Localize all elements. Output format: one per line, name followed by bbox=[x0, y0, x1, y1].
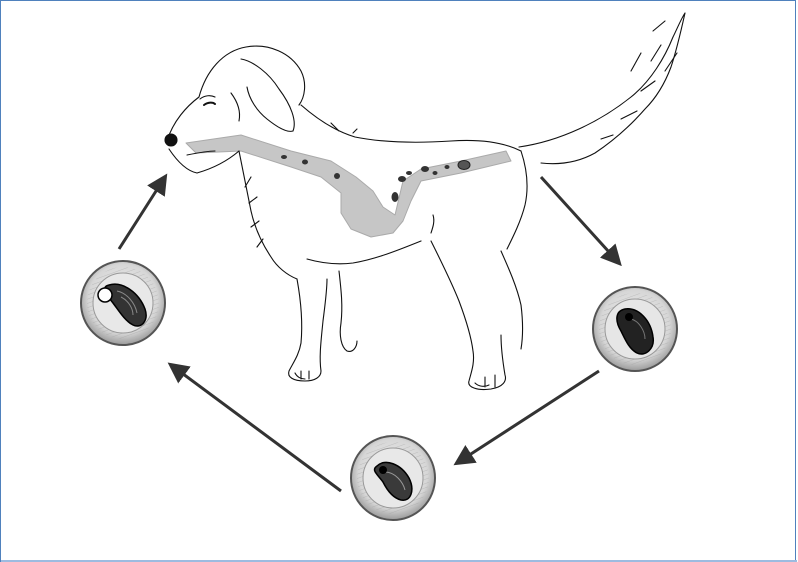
dog-rear bbox=[506, 150, 528, 250]
dog-figure bbox=[164, 12, 686, 391]
dog-front-leg-right bbox=[338, 270, 358, 352]
dog-chest bbox=[238, 150, 298, 280]
arrow-egg1-to-egg2 bbox=[453, 369, 600, 466]
dog-nose bbox=[164, 133, 178, 147]
dog-hind-leg-left bbox=[430, 240, 507, 391]
dog-hind-leg-right bbox=[500, 250, 524, 350]
arrow-egg3-to-dog bbox=[117, 173, 168, 250]
dog-back bbox=[300, 104, 522, 152]
frame-bottom-edge bbox=[1, 560, 797, 562]
arrow-egg2-to-egg3 bbox=[167, 362, 342, 493]
dog-front-leg-left bbox=[288, 278, 328, 382]
egg-stage-middle bbox=[350, 435, 436, 521]
egg-stage-infective bbox=[80, 260, 166, 346]
egg-stage-early bbox=[592, 286, 678, 372]
dog-worm-spots bbox=[281, 155, 471, 202]
dog-intestine bbox=[185, 134, 512, 238]
dog-belly bbox=[306, 240, 422, 265]
dog-head bbox=[166, 45, 306, 142]
dog-eye bbox=[203, 101, 216, 106]
dog-tail bbox=[518, 12, 686, 165]
arrow-dog-to-egg1 bbox=[539, 175, 622, 267]
dog-ear bbox=[240, 58, 295, 132]
